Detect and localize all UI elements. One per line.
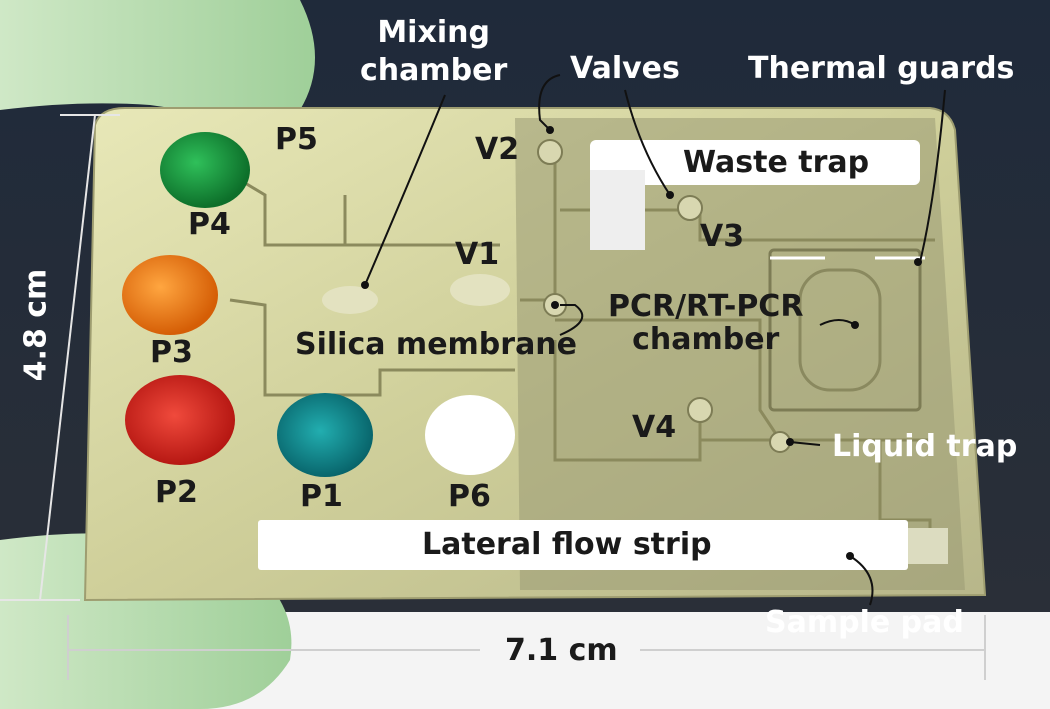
label-valves: Valves bbox=[570, 51, 680, 86]
label-silica-membrane: Silica membrane bbox=[295, 327, 578, 362]
pouch-p3-orange bbox=[122, 255, 218, 335]
label-v3: V3 bbox=[700, 219, 745, 254]
valve-v3 bbox=[677, 195, 703, 221]
label-p4: P4 bbox=[188, 207, 231, 242]
label-waste-trap: Waste trap bbox=[683, 145, 870, 180]
pcr-chamber-outline bbox=[768, 248, 922, 412]
label-width-dimension: 7.1 cm bbox=[505, 633, 618, 668]
label-thermal-guards: Thermal guards bbox=[748, 51, 1015, 86]
label-liquid-trap: Liquid trap bbox=[832, 429, 1018, 464]
pouch-p1-teal bbox=[277, 393, 373, 477]
pouch-p4-green bbox=[160, 132, 250, 208]
lateral-flow-strip bbox=[258, 520, 908, 570]
label-p5: P5 bbox=[275, 122, 318, 157]
waste-trap-block bbox=[590, 170, 645, 250]
sample-pad-area bbox=[908, 528, 948, 564]
mixing-chamber-well bbox=[322, 286, 378, 314]
width-dimension-line bbox=[67, 615, 986, 680]
waste-trap-pad bbox=[590, 140, 920, 185]
label-mixing-chamber: Mixing chamber bbox=[360, 15, 508, 88]
height-dimension-line bbox=[0, 114, 120, 601]
pouch-p2-red bbox=[125, 375, 235, 465]
label-p3: P3 bbox=[150, 335, 193, 370]
glove-top-fingers bbox=[0, 0, 315, 114]
silica-membrane-well bbox=[450, 274, 510, 306]
label-lateral-flow-strip: Lateral flow strip bbox=[422, 527, 712, 562]
label-v2: V2 bbox=[475, 132, 520, 167]
label-v4: V4 bbox=[632, 410, 677, 445]
label-p2: P2 bbox=[155, 475, 198, 510]
label-p6: P6 bbox=[448, 479, 491, 514]
label-p1: P1 bbox=[300, 479, 343, 514]
label-sample-pad: Sample pad bbox=[765, 605, 964, 640]
valve-v4 bbox=[687, 397, 713, 423]
valve-v2 bbox=[537, 139, 563, 165]
label-pcr-chamber: PCR/RT-PCR chamber bbox=[608, 289, 804, 357]
label-height-dimension: 4.8 cm bbox=[18, 268, 54, 382]
callout-dots bbox=[361, 126, 922, 560]
pouch-p6-white bbox=[425, 395, 515, 475]
label-v1: V1 bbox=[455, 237, 500, 272]
pcr-chamber-inner bbox=[798, 268, 882, 392]
